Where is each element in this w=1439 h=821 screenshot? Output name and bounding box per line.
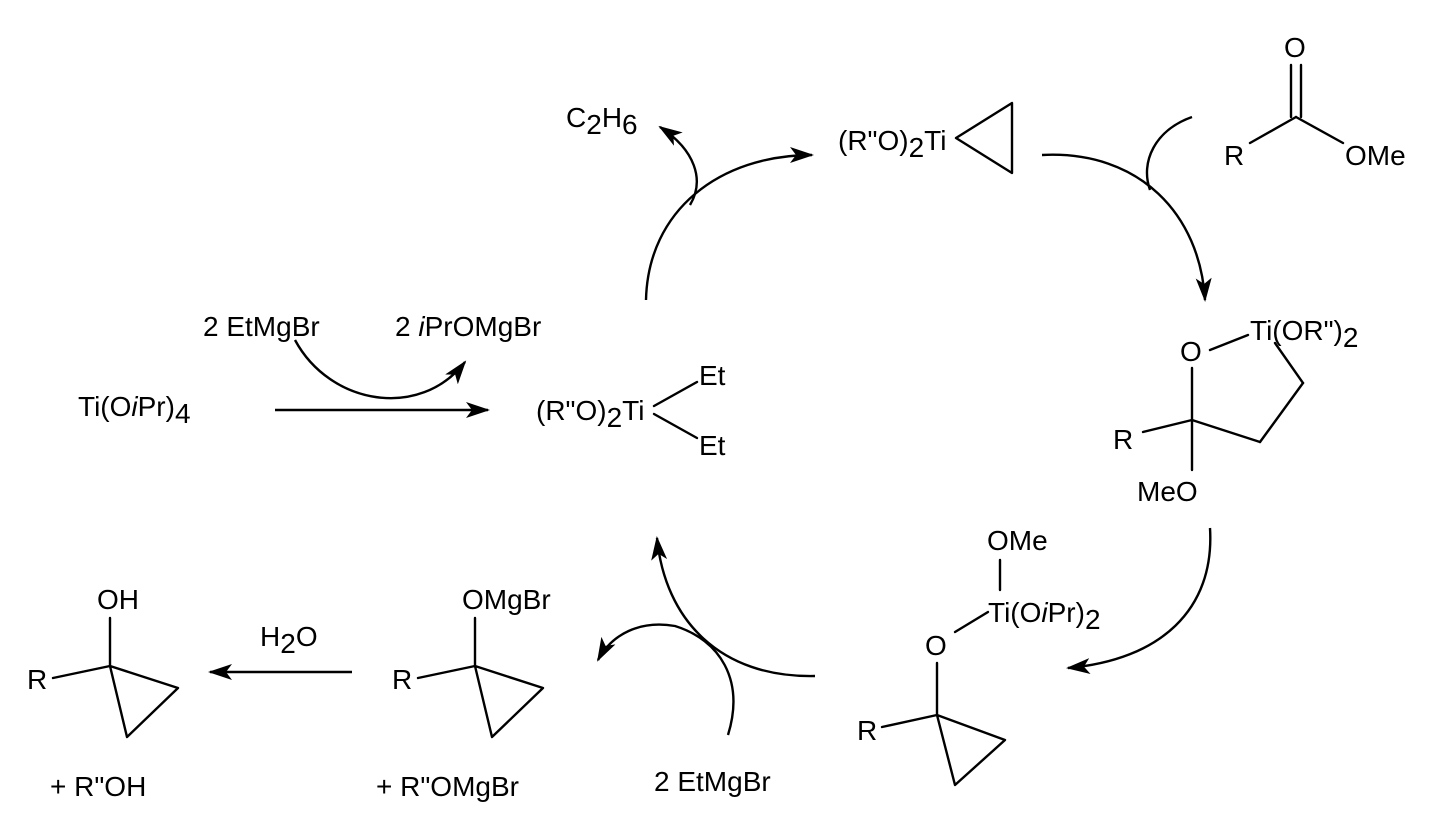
oxatitanacycle-o-label: O [1180, 336, 1202, 367]
ti-diethyl-label: (R"O)2Ti [536, 395, 644, 433]
iprombr-label: 2 iPrOMgBr [395, 311, 541, 342]
product-oh-label: OH [97, 584, 139, 615]
ester-r-label: R [1224, 140, 1244, 171]
ti-et-bond-upper [652, 380, 699, 408]
water-label: H2O [260, 621, 318, 659]
ethyl-upper-label: Et [699, 360, 726, 391]
cycle-arrow-regeneration [651, 536, 816, 678]
product-c-r-bond [51, 664, 112, 680]
ethane-release-arrow [658, 125, 698, 206]
ester-ome-label: OMe [1345, 140, 1406, 171]
omgbr-label: OMgBr [462, 584, 551, 615]
ti-et-bond-lower [652, 412, 699, 440]
mg-alkoxide-r-label: R [392, 664, 412, 695]
cycle-arrow-to-titanium-alkoxide [1066, 527, 1212, 675]
cyclopropyl-ring-3 [108, 664, 180, 739]
ester-c-r-bond [1248, 115, 1298, 145]
grignard-curved-arrow [293, 339, 467, 400]
ti-ch2-bond [1273, 341, 1305, 385]
cycle-arrow-to-titanacyclopropane [644, 147, 814, 301]
ester-entry-arrow [1145, 115, 1193, 191]
mg-c-r-bond [416, 664, 477, 680]
titanium-isopropoxide-label: Ti(OiPr)2 [988, 597, 1101, 635]
romgbr-byproduct-label: + R"OMgBr [376, 771, 519, 802]
cycle-arrow-to-oxatitanacycle [1041, 153, 1212, 302]
etmgbr-top-label: 2 EtMgBr [203, 311, 320, 342]
c-r-bond [1141, 418, 1194, 434]
o-ti-bond [1208, 333, 1250, 352]
titanacyclopropane-ring [954, 101, 1014, 175]
product-r-label: R [27, 664, 47, 695]
oxatitanacycle-r-label: R [1113, 424, 1133, 455]
cyclopropyl-ring-2 [473, 664, 545, 739]
ti-isopropoxide-label: Ti(OiPr)4 [78, 391, 191, 429]
oxatitanacycle-meo-label: MeO [1137, 476, 1198, 507]
cyclopropyl-r-bond [880, 713, 939, 729]
ethyl-lower-label: Et [699, 430, 726, 461]
ti-o-bond [953, 610, 990, 634]
etmgbr-bottom-label: 2 EtMgBr [654, 766, 771, 797]
roh-byproduct-label: + R"OH [50, 771, 146, 802]
cyclopropyl-ring-1 [935, 713, 1007, 787]
ch2-ch2-bond [1258, 381, 1305, 444]
titanium-alkoxide-o-label: O [925, 630, 947, 661]
oxatitanacycle-ti-label: Ti(OR")2 [1250, 315, 1358, 353]
ester-carbonyl-o-label: O [1284, 32, 1306, 63]
grignard-transmetalation-arrow [596, 623, 735, 736]
titanium-alkoxide-r-label: R [857, 715, 877, 746]
ester-c-o-bond [1294, 115, 1345, 145]
ch2-c-bond [1190, 418, 1262, 444]
ethane-label: C2H6 [566, 102, 638, 140]
titanium-ome-label: OMe [987, 525, 1048, 556]
titanacyclopropane-label: (R"O)2Ti [838, 125, 946, 163]
